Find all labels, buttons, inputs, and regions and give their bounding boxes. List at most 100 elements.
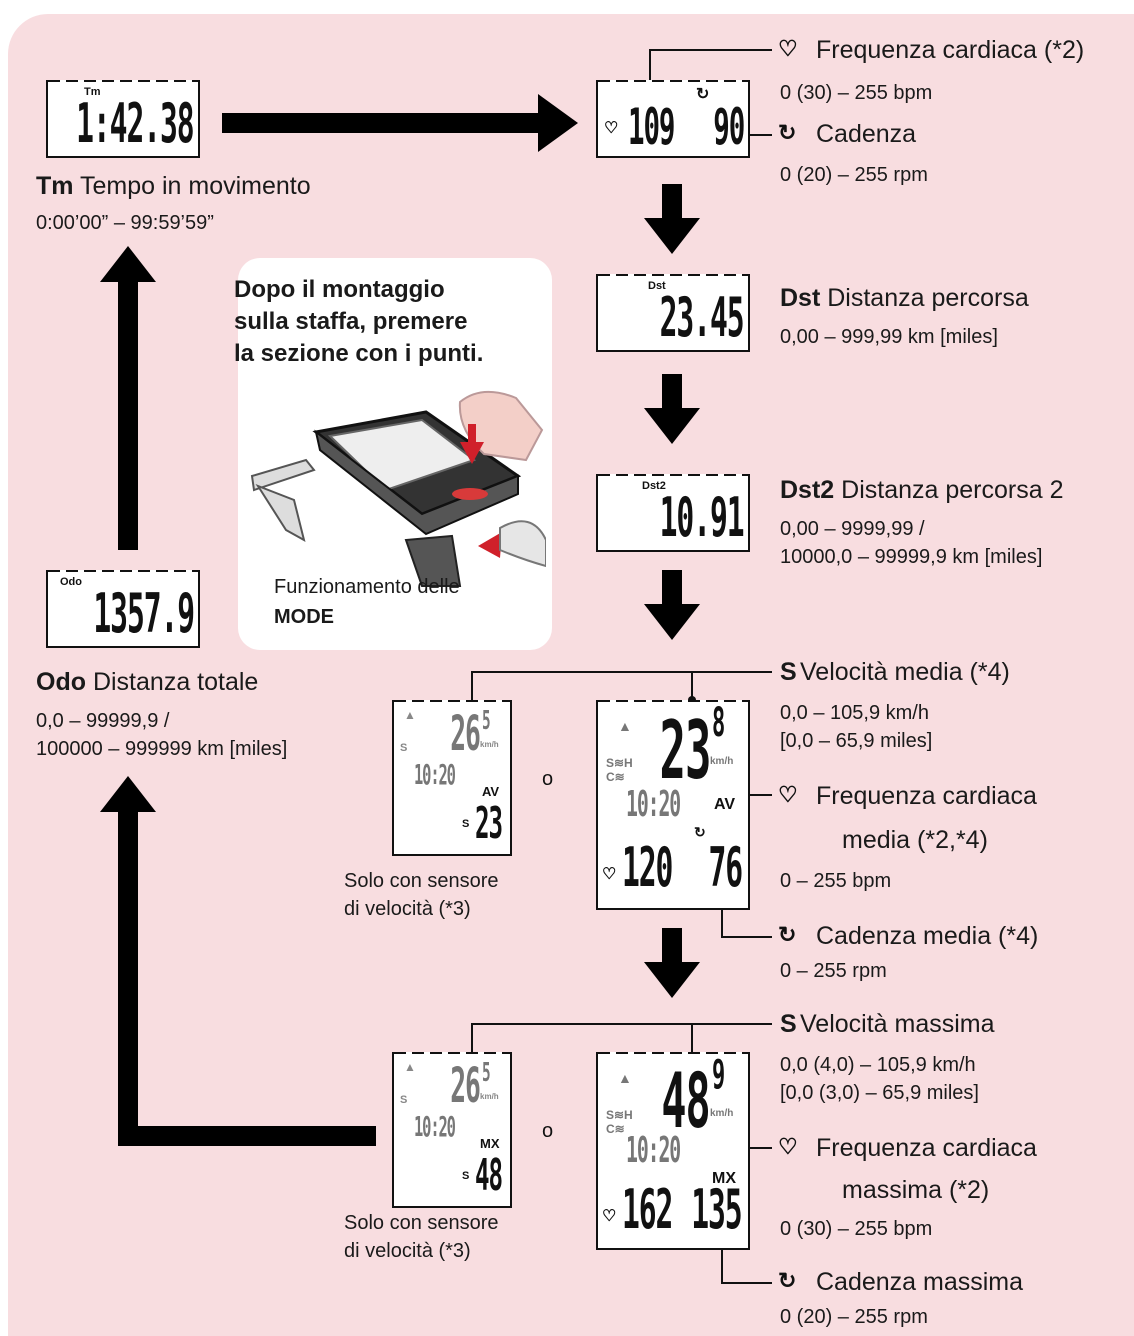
odo-title: Odo Distanza totale xyxy=(36,668,258,697)
tm-range: 0:00’00” – 99:59’59” xyxy=(36,212,214,234)
hr-label: Frequenza cardiaca (*2) xyxy=(816,36,1085,64)
av-cad-range: 0 – 255 rpm xyxy=(780,960,887,982)
cadence-icon: ↻ xyxy=(778,922,797,947)
arrow-right-shaft xyxy=(222,113,540,133)
heart-icon: ♡ xyxy=(602,1208,617,1225)
cadence-icon: ↻ xyxy=(694,824,706,840)
av-speed-range-2: [0,0 – 65,9 miles] xyxy=(780,730,933,752)
av-unit: km/h xyxy=(710,756,734,767)
mx-small-sensor-label: S xyxy=(400,1094,408,1106)
dst-abbr: Dst xyxy=(780,284,821,312)
av-speed-only-1: Solo con sensore xyxy=(344,870,499,892)
arrow-right-head xyxy=(538,94,578,152)
arrow-down-4 xyxy=(644,928,700,998)
mx-speed-label: Velocità massima xyxy=(800,1010,995,1038)
mx-small-speed-dec: 5 xyxy=(482,1058,491,1088)
dst-lcd-value: 23.45 xyxy=(660,286,745,349)
up-triangle-icon: ▲ xyxy=(404,1060,416,1074)
odo-name: Distanza totale xyxy=(92,668,259,696)
tm-title: Tm Tempo in movimento xyxy=(36,172,311,201)
dst2-range-2: 10000,0 – 99999,9 km [miles] xyxy=(780,546,1043,568)
dst2-name: Distanza percorsa 2 xyxy=(841,476,1064,504)
cad-range: 0 (20) – 255 rpm xyxy=(780,164,928,186)
mounting-callout: Dopo il montaggio sulla staffa, premere … xyxy=(234,258,552,650)
av-hr-label-2: media (*2,*4) xyxy=(842,826,988,854)
tm-lcd-label: Tm xyxy=(84,86,101,98)
arrow-down-2 xyxy=(644,374,700,444)
up-triangle-icon: ▲ xyxy=(404,708,416,722)
leader-mx-cad xyxy=(721,1240,772,1284)
mx-speed-only-1: Solo con sensore xyxy=(344,1212,499,1234)
cadence-icon: ↻ xyxy=(778,120,797,145)
heart-icon: ♡ xyxy=(604,120,619,137)
av-small-value: 23 xyxy=(475,798,503,849)
odo-range-2: 100000 – 999999 km [miles] xyxy=(36,738,288,760)
av-small-clock: 10:20 xyxy=(414,758,456,791)
dst-range: 0,00 – 999,99 km [miles] xyxy=(780,326,998,348)
callout-line-3: la sezione con i punti. xyxy=(234,340,484,367)
arrow-l-vertical xyxy=(118,810,138,1146)
dst2-display: Dst2 10.91 xyxy=(596,474,750,552)
av-speed-only-2: di velocità (*3) xyxy=(344,898,471,920)
av-speed-label: Velocità media (*4) xyxy=(800,658,1010,686)
mx-hr-range: 0 (30) – 255 bpm xyxy=(780,1218,933,1240)
mx-speed-range-2: [0,0 (3,0) – 65,9 miles] xyxy=(780,1082,979,1104)
av-small-mode: AV xyxy=(482,784,500,799)
mx-speed-only-2: di velocità (*3) xyxy=(344,1240,471,1262)
callout-op-1: Funzionamento delle xyxy=(274,576,460,598)
av-small-speed: 26 xyxy=(450,706,481,762)
arrow-l-horizontal xyxy=(118,1126,376,1146)
mx-speed-range-1: 0,0 (4,0) – 105,9 km/h xyxy=(780,1054,976,1076)
av-mode: AV xyxy=(714,796,736,813)
up-triangle-icon: ▲ xyxy=(618,718,632,734)
callout-line-1: Dopo il montaggio xyxy=(234,276,445,303)
dst-lcd-label: Dst xyxy=(648,280,666,292)
av-small-display: ▲ S 26 5 km/h 10:20 AV S 23 xyxy=(392,700,512,856)
mx-cad-range: 0 (20) – 255 rpm xyxy=(780,1306,928,1328)
mx-small-mode: MX xyxy=(480,1136,500,1151)
background-panel xyxy=(8,14,1134,1336)
mx-hr-label-2: massima (*2) xyxy=(842,1176,990,1204)
arrow-down-1 xyxy=(644,184,700,254)
dst2-range-1: 0,00 – 9999,99 / xyxy=(780,518,925,540)
av-hr-range: 0 – 255 bpm xyxy=(780,870,892,892)
tm-abbr: Tm xyxy=(36,172,74,200)
mx-small-s-label: S xyxy=(462,1170,470,1182)
callout-line-2: sulla staffa, premere xyxy=(234,308,468,335)
arrow-up-head xyxy=(100,246,156,282)
odo-lcd-value: 1357.9 xyxy=(93,582,195,645)
dst2-lcd-label: Dst2 xyxy=(642,480,666,492)
av-clock: 10:20 xyxy=(626,784,681,825)
mx-unit: km/h xyxy=(710,1108,734,1119)
tm-display: Tm 1:42.38 xyxy=(46,80,200,158)
av-hr: 120 xyxy=(622,836,673,899)
hr-lcd-value: 109 xyxy=(628,98,675,156)
av-small-speed-dec: 5 xyxy=(482,706,491,736)
mx-small-value: 48 xyxy=(475,1150,503,1201)
mx-speed: 48 xyxy=(661,1056,711,1145)
cad-lcd-value: 90 xyxy=(713,98,745,156)
cadence-icon: ↻ xyxy=(778,1268,797,1293)
odo-abbr: Odo xyxy=(36,668,86,696)
dst-display: Dst 23.45 xyxy=(596,274,750,352)
dst2-abbr: Dst2 xyxy=(780,476,835,504)
up-triangle-icon: ▲ xyxy=(618,1070,632,1086)
heart-icon: ♡ xyxy=(602,866,617,883)
dst2-title: Dst2 Distanza percorsa 2 xyxy=(780,476,1063,505)
arrow-up-shaft xyxy=(118,280,138,550)
mx-clock: 10:20 xyxy=(626,1130,681,1171)
tm-lcd-value: 1:42.38 xyxy=(76,92,196,155)
av-speed-abbr: S xyxy=(780,658,797,686)
odo-lcd-label: Odo xyxy=(60,576,82,588)
heart-icon: ♡ xyxy=(778,1134,798,1159)
callout-op-2: MODE xyxy=(274,606,334,628)
cad-label: Cadenza xyxy=(816,120,917,148)
av-speed-dec: 8 xyxy=(712,700,725,746)
mx-cad-label: Cadenza massima xyxy=(816,1268,1024,1296)
leader-av-cad xyxy=(721,902,772,938)
mx-small-speed: 26 xyxy=(450,1058,481,1114)
